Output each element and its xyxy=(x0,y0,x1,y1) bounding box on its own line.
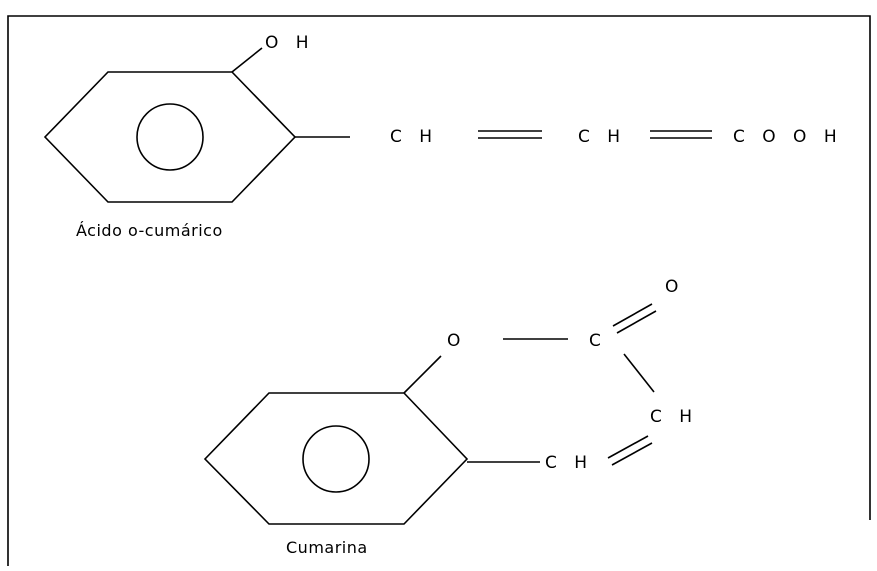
caption-coumarin: Cumarina xyxy=(286,538,368,557)
aromatic-circle-2 xyxy=(302,425,370,493)
carbonyl-carbon-label: C xyxy=(589,331,607,351)
carbonyl-double-bond-a xyxy=(612,303,653,327)
ring-double-bond-a xyxy=(607,435,649,459)
ring-double-bond-b xyxy=(611,442,653,466)
o-coumaric-acid-structure: O H C H C H C O O H Ácido o-cumárico xyxy=(43,33,843,240)
ch-upper-label: C H xyxy=(650,407,698,427)
hydroxyl-label: O H xyxy=(265,33,315,53)
figure-frame xyxy=(7,15,871,566)
ch-label-2: C H xyxy=(578,127,626,147)
benzene-ring-1 xyxy=(43,71,297,203)
ch-label-1: C H xyxy=(390,127,438,147)
aromatic-circle-1 xyxy=(136,103,204,171)
bond-ring1-oh xyxy=(231,47,263,73)
carbonyl-oxygen-label: O xyxy=(665,277,684,297)
ring-oxygen-label: O xyxy=(447,331,466,351)
caption-o-coumaric-acid: Ácido o-cumárico xyxy=(76,221,223,240)
bond-ring2-o xyxy=(403,355,442,394)
carboxyl-label: C O O H xyxy=(733,127,843,147)
carbonyl-double-bond-b xyxy=(616,310,657,334)
bond-c-ch xyxy=(623,353,655,393)
ch-lower-label: C H xyxy=(545,453,593,473)
coumarin-structure: O C O C H C H Cumarina xyxy=(203,277,698,557)
benzene-ring-2 xyxy=(203,392,469,525)
